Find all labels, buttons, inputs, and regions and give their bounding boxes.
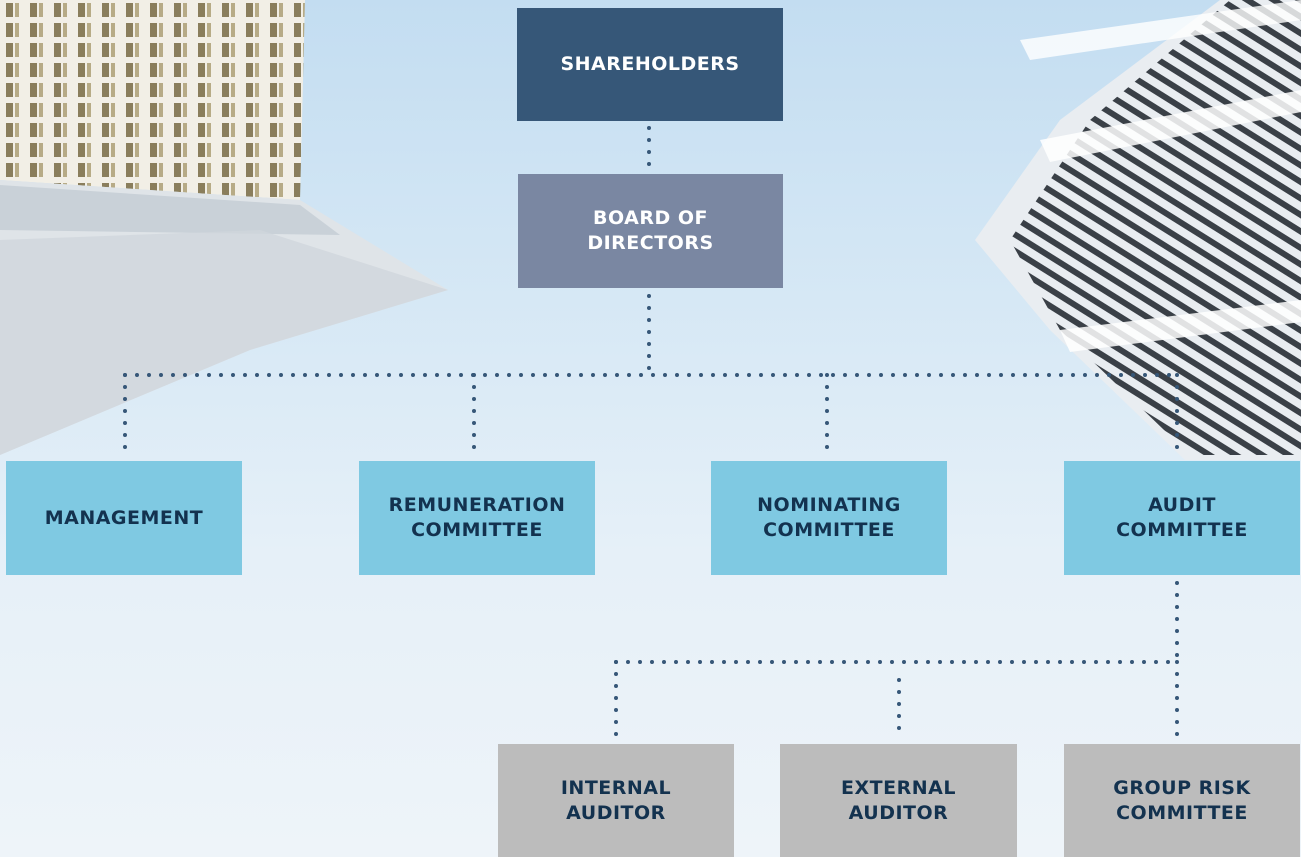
internal-auditor-label: INTERNAL AUDITOR: [560, 776, 672, 824]
external-auditor-node: EXTERNAL AUDITOR: [780, 744, 1017, 857]
management-label: MANAGEMENT: [44, 506, 204, 529]
shareholders-node: SHAREHOLDERS: [517, 8, 783, 121]
shareholders-label: SHAREHOLDERS: [560, 53, 740, 75]
remuneration-committee-node: REMUNERATION COMMITTEE: [359, 461, 595, 575]
left-building: [0, 0, 448, 455]
remuneration-committee-label: REMUNERATION COMMITTEE: [388, 494, 566, 541]
internal-auditor-node: INTERNAL AUDITOR: [498, 744, 734, 857]
external-auditor-label: EXTERNAL AUDITOR: [841, 776, 956, 824]
nominating-committee-label: NOMINATING COMMITTEE: [757, 494, 901, 541]
group-risk-committee-label: GROUP RISK COMMITTEE: [1113, 776, 1251, 824]
board-of-directors-node: BOARD OF DIRECTORS: [518, 174, 783, 288]
group-risk-committee-node: GROUP RISK COMMITTEE: [1064, 744, 1300, 857]
audit-committee-label: AUDIT COMMITTEE: [1116, 494, 1248, 541]
nominating-committee-node: NOMINATING COMMITTEE: [711, 461, 947, 575]
audit-committee-node: AUDIT COMMITTEE: [1064, 461, 1300, 575]
right-building: [975, 0, 1301, 460]
management-node: MANAGEMENT: [6, 461, 242, 575]
board-of-directors-label: BOARD OF DIRECTORS: [587, 207, 714, 254]
